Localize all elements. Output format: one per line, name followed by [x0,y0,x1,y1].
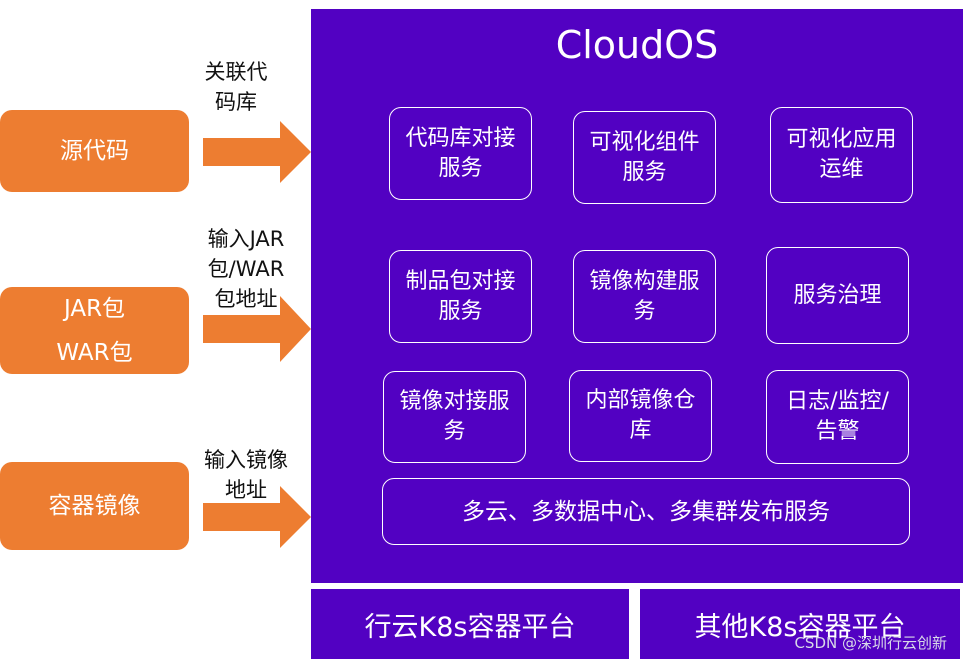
arrow-label-line: 码库 [215,90,257,114]
arrow-label-input-image: 输入镜像 地址 [191,445,301,505]
cloudos-panel: CloudOS 代码库对接服务 可视化组件服务 可视化应用运维 制品包对接服务 … [311,9,963,583]
arrow-label-line: 包地址 [214,287,278,311]
watermark: CSDN @深圳行云创新 [794,634,947,652]
arrow-label-line: 输入镜像 [204,448,288,472]
service-image-integration: 镜像对接服务 [383,371,526,463]
service-visual-app-ops: 可视化应用运维 [770,107,913,203]
arrow-right-icon [203,296,311,362]
arrow-label-line: 地址 [225,478,267,502]
input-jar-label: JAR包 [63,295,126,322]
input-container-image-label: 容器镜像 [48,493,141,519]
service-internal-registry: 内部镜像仓库 [569,370,712,462]
arrow-label-line: 关联代 [204,60,268,84]
service-image-build: 镜像构建服务 [573,250,716,343]
service-multi-cloud-release: 多云、多数据中心、多集群发布服务 [382,478,910,545]
input-container-image: 容器镜像 [0,462,189,550]
service-repo-integration: 代码库对接服务 [389,107,532,200]
arrow-label-link-repo: 关联代 码库 [181,57,291,117]
input-jar-war: JAR包 WAR包 [0,287,189,374]
platform-other-k8s: 其他K8s容器平台 [640,589,960,659]
arrow-right-icon [203,121,311,183]
service-log-monitor-alert: 日志/监控/告警 [766,370,909,464]
arrow-label-input-jar: 输入JAR 包/WAR 包地址 [191,224,301,314]
input-source-code-label: 源代码 [60,138,129,164]
arrow-label-line: 输入JAR [207,227,285,251]
service-artifact-integration: 制品包对接服务 [389,250,532,343]
input-war-label: WAR包 [56,339,133,366]
platform-xingyun-k8s: 行云K8s容器平台 [311,589,629,659]
arrow-right-icon [203,486,311,548]
panel-title: CloudOS [555,23,719,67]
service-governance: 服务治理 [766,247,909,344]
arrow-label-line: 包/WAR [207,257,285,281]
input-source-code: 源代码 [0,110,189,192]
service-visual-component: 可视化组件服务 [573,111,716,204]
